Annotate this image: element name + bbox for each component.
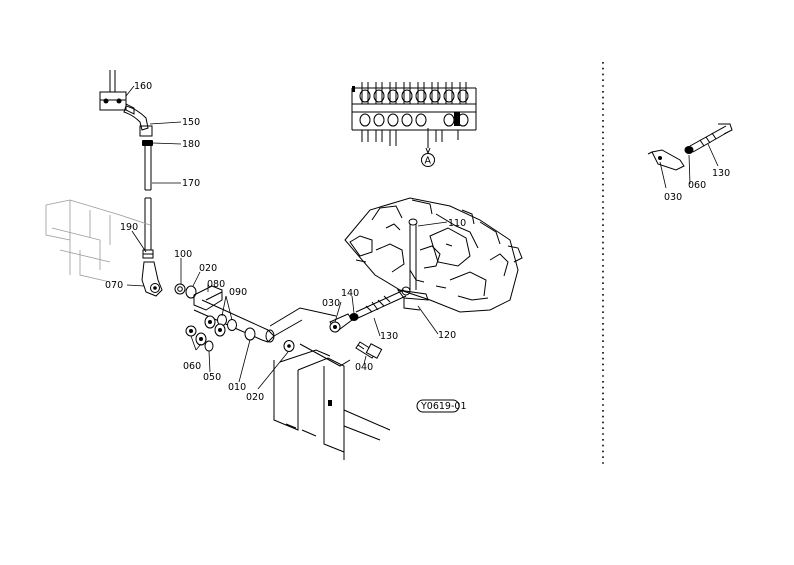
label-190: 190 (120, 222, 138, 233)
label-080: 080 (207, 279, 225, 290)
link-plate (269, 307, 351, 367)
lever-joint-150 (123, 105, 153, 137)
left-housing-ghost (45, 199, 151, 283)
nut-190 (142, 249, 154, 259)
label-130-right: 130 (712, 168, 730, 179)
lever-030-rod-130 (329, 286, 411, 333)
label-070: 070 (105, 280, 123, 291)
label-020-upper: 020 (199, 263, 217, 274)
label-170: 170 (182, 178, 200, 189)
rod-170 (144, 146, 152, 252)
shaft-assembly (174, 283, 295, 352)
label-110: 110 (448, 218, 466, 229)
lower-housing (273, 349, 391, 460)
label-150: 150 (182, 117, 200, 128)
label-040: 040 (355, 362, 373, 373)
label-060-right: 060 (688, 180, 706, 191)
label-120: 120 (438, 330, 456, 341)
label-130-center: 130 (380, 331, 398, 342)
label-010: 010 (228, 382, 246, 393)
label-100: 100 (174, 249, 192, 260)
leader-lines (125, 85, 719, 390)
valve-detail-sketch (351, 82, 477, 167)
label-060-left: 060 (183, 361, 201, 372)
bolt-040 (355, 341, 383, 359)
lever-handle-bracket (99, 70, 135, 115)
drawing-code-box: Y0619-01 (416, 399, 467, 413)
nut-180 (142, 140, 153, 146)
view-marker-a: A (425, 156, 432, 167)
label-020-lower: 020 (246, 392, 264, 403)
part-labels: 160 150 180 170 190 100 020 070 080 090 … (105, 81, 730, 403)
label-140: 140 (341, 288, 359, 299)
label-180: 180 (182, 139, 200, 150)
drawing-code: Y0619-01 (420, 401, 467, 412)
label-030-left: 030 (322, 298, 340, 309)
label-050: 050 (203, 372, 221, 383)
label-030-right: 030 (664, 192, 682, 203)
label-160: 160 (134, 81, 152, 92)
joint-070 (141, 261, 163, 297)
label-090: 090 (229, 287, 247, 298)
control-valve (344, 197, 523, 313)
alt-lever-detail (647, 123, 733, 171)
